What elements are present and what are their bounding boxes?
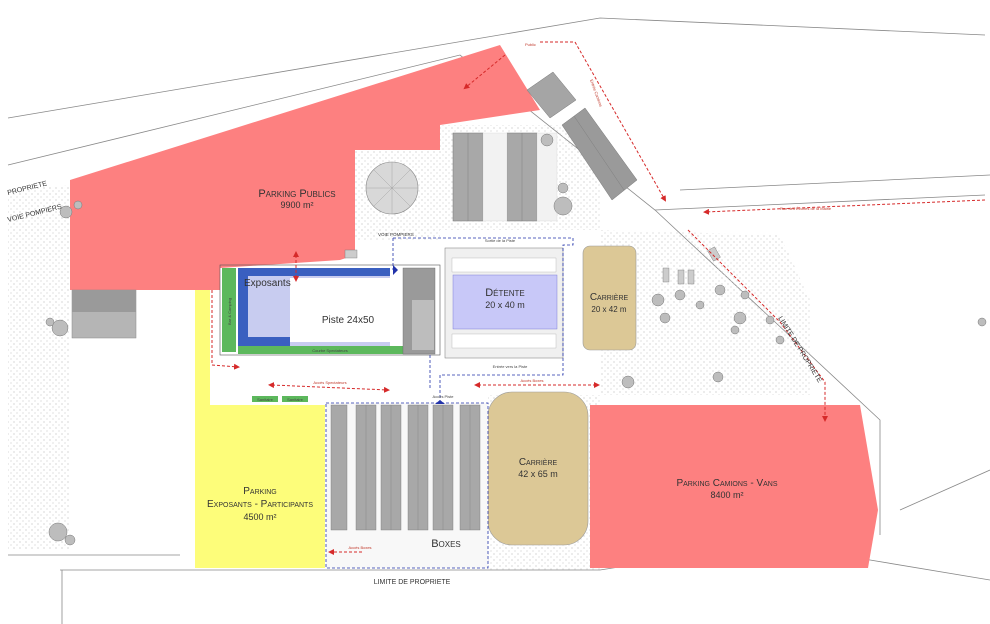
spectator-strip [238, 346, 403, 354]
boxes-rows [325, 402, 489, 569]
acces-piste-label: Accès Piste [433, 394, 455, 399]
bar-camping-strip [222, 268, 236, 352]
parking-publics-area-label: 9900 m² [280, 200, 313, 210]
trees [45, 133, 987, 546]
parking-camions-label: Parking Camions - Vans [676, 478, 777, 489]
carriere-small-label: Carrière [590, 292, 629, 303]
main-arena-block [219, 264, 441, 356]
courbe-spectateurs-label: Courbe Spectateurs [312, 348, 348, 353]
parking-camions-area [590, 405, 878, 568]
public-label: Public [525, 42, 536, 47]
round-pen [365, 161, 419, 215]
sanitaires-2 [282, 396, 308, 402]
entree-piste-label: Entrée vers la Piste [493, 364, 528, 369]
parking-exposants-area-label: 4500 m² [243, 512, 276, 522]
top-stables [452, 132, 558, 222]
red-routes [211, 41, 986, 555]
rue-label: Rue des Écuries de la Mairie [780, 206, 832, 211]
parking-exposants-label-1: Parking [243, 486, 277, 497]
acces-boxes-top-label: Accès Boxes [520, 378, 543, 383]
parking-exposants-area [195, 290, 325, 568]
sanitaires-2-label: Sanitaire [287, 397, 304, 402]
parking-camions-area-label: 8400 m² [710, 490, 743, 500]
entree-camions-label: Entrée Camions [589, 79, 604, 108]
exposants-label: Exposants [244, 278, 291, 289]
parking-publics-area [70, 45, 540, 290]
carriere-small [582, 245, 637, 351]
carriere-large-label: Carrière [519, 457, 558, 468]
parking-exposants-label-2: Exposants - Participants [207, 499, 313, 510]
piste-label: Piste 24x50 [322, 315, 375, 326]
sanitaires-1-label: Sanitaire [257, 397, 274, 402]
boxes-label: Boxes [431, 538, 461, 550]
acces-boxes-bottom-label: Accès Boxes [348, 545, 371, 550]
detente-area [452, 274, 558, 330]
carriere-large-dims-label: 42 x 65 m [518, 469, 558, 479]
top-right-buildings [526, 71, 638, 201]
bar-camping-label: Bar & Camping [227, 298, 232, 325]
piste-ring [290, 278, 402, 342]
detente-block [444, 247, 564, 359]
voie-pompiers-top-label: VOIE POMPIERS [378, 232, 414, 237]
limite-bottom-label: LIMITE DE PROPRIETE [374, 579, 451, 586]
sanitaires-1 [252, 396, 278, 402]
blue-arrows [393, 265, 445, 404]
carriere-small-dims-label: 20 x 42 m [591, 305, 626, 314]
detente-label: Détente [485, 287, 525, 299]
acces-spectateurs-label: Accès Spectateurs [313, 380, 346, 385]
detente-dims-label: 20 x 40 m [485, 300, 525, 310]
parking-publics-label: Parking Publics [258, 188, 335, 200]
sortie-piste-label: Sortie de la Piste [485, 238, 516, 243]
